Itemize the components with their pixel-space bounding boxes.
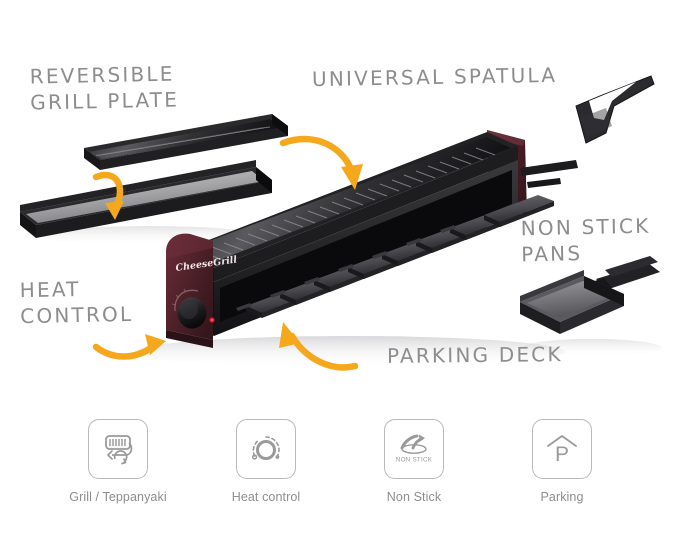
non-stick-icon-box: NON STICK — [384, 419, 444, 479]
feature-icon-strip: Grill / Teppanyaki Heat control — [0, 419, 680, 504]
callout-heat-control: Heat Control — [19, 276, 134, 329]
heat-control-dial-icon — [251, 436, 280, 460]
feature-label: Parking — [540, 490, 584, 504]
universal-spatula — [575, 75, 655, 144]
grill-teppanyaki-icon-box — [88, 419, 148, 479]
callout-non-stick-pans: Non Stick Pans — [520, 213, 651, 267]
arrow-reversible-flip — [92, 171, 124, 220]
feature-parking: P Parking — [510, 419, 614, 504]
parking-icon-box: P — [532, 419, 592, 479]
feature-heat-control: Heat control — [214, 419, 318, 504]
arrow-universal-spatula-to-plate — [279, 135, 363, 190]
main-grill-unit: CheeseGrill — [166, 130, 578, 348]
arrow-heat-control — [92, 334, 166, 360]
feature-label: Grill / Teppanyaki — [69, 490, 167, 504]
parking-letter: P — [555, 443, 569, 466]
arrow-parking-deck — [279, 322, 359, 371]
parking-house-icon: P — [547, 435, 577, 466]
grill-teppanyaki-icon — [105, 435, 133, 465]
non-stick-pan — [520, 256, 660, 334]
non-stick-pan-icon: NON STICK — [396, 434, 433, 464]
callout-parking-deck: Parking Deck — [386, 342, 563, 368]
reversible-grill-plate-ribbed — [84, 114, 288, 170]
callout-reversible-grill-plate: Reversible Grill Plate — [29, 61, 180, 115]
feature-label: Heat control — [231, 490, 301, 504]
feature-grill-teppanyaki: Grill / Teppanyaki — [66, 419, 170, 504]
non-stick-badge-text: NON STICK — [396, 457, 433, 464]
parking-deck-pans — [236, 195, 554, 318]
reversible-grill-plate-smooth — [20, 160, 272, 238]
feature-non-stick: NON STICK Non Stick — [362, 419, 466, 504]
pan-handles-right — [520, 160, 578, 188]
control-housing: CheeseGrill — [166, 233, 238, 348]
callout-universal-spatula: Universal Spatula — [311, 62, 558, 92]
heat-control-icon-box — [236, 419, 296, 479]
feature-label: Non Stick — [386, 490, 442, 504]
